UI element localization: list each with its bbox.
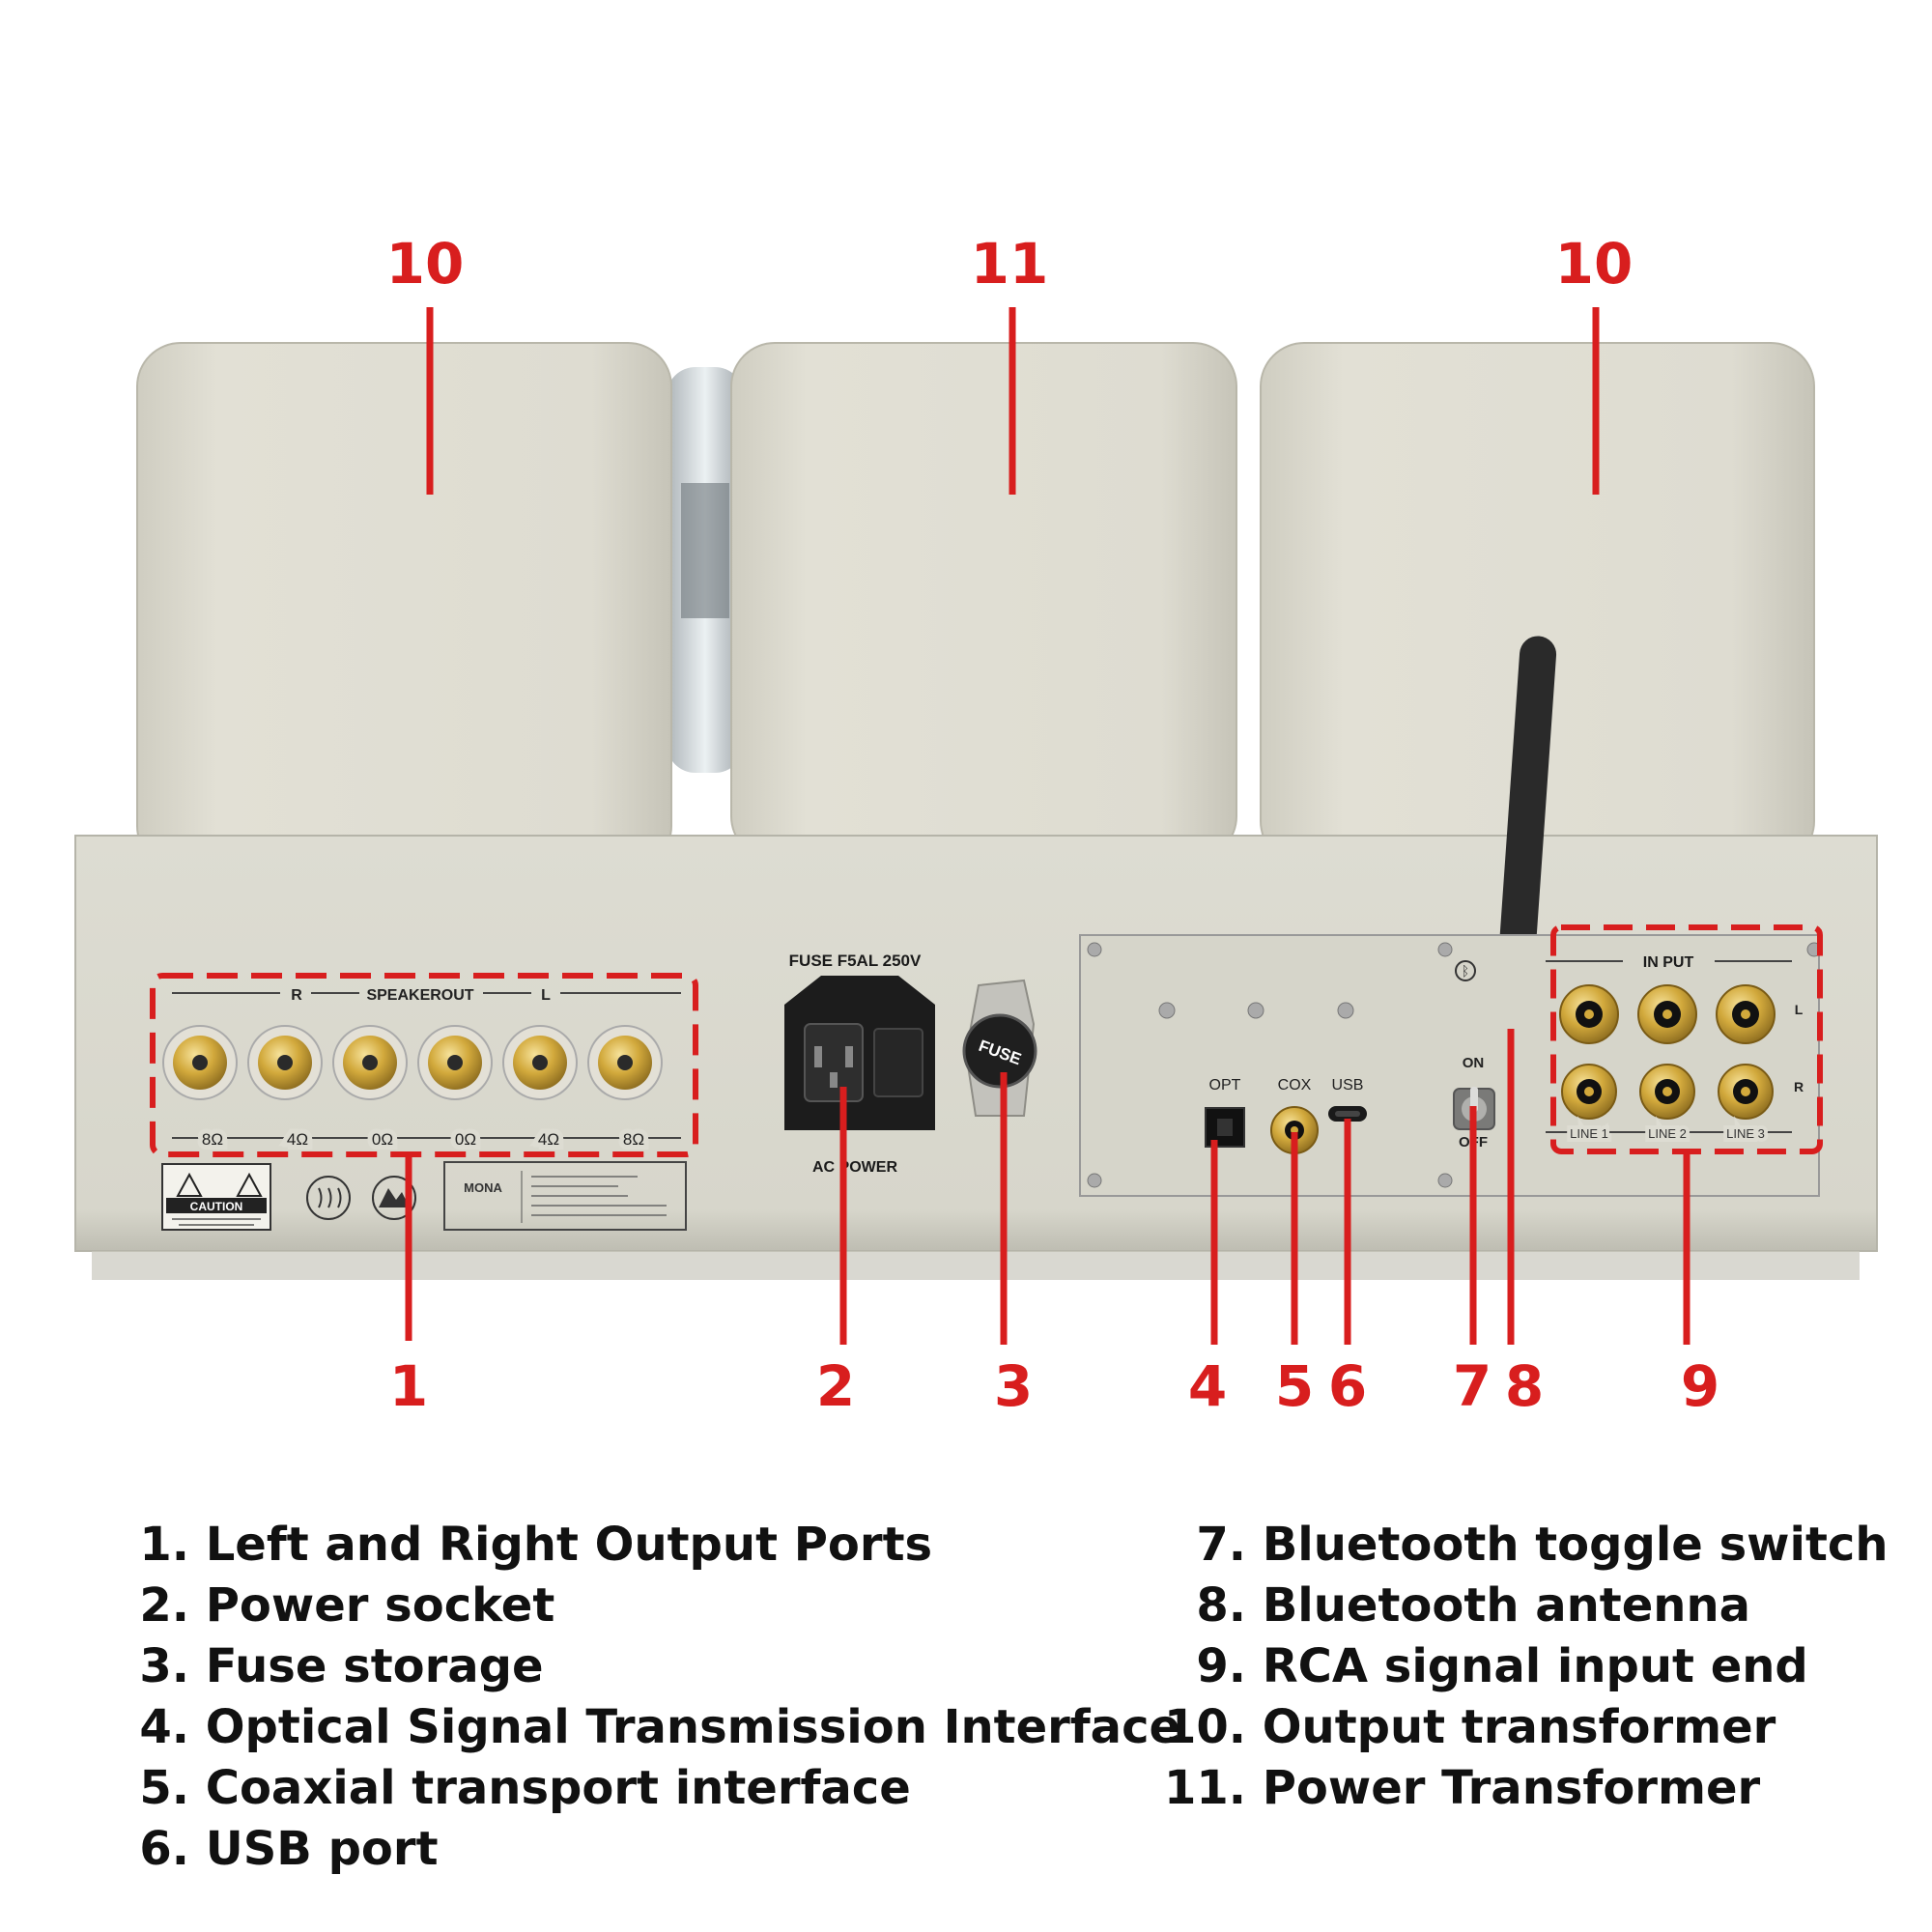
callout-9: 9 (1681, 1353, 1719, 1419)
power-socket[interactable]: FUSE F5AL 250V AC POWER (784, 952, 935, 1176)
output-transformer-left (136, 342, 672, 870)
ac-power-label: AC POWER (812, 1159, 897, 1176)
legend-item: 2. Power socket (139, 1578, 555, 1633)
legend-item: 6. USB port (139, 1822, 439, 1876)
digital-input-plate (1079, 934, 1822, 1197)
legend-item: 4. Optical Signal Transmission Interface (139, 1700, 1181, 1754)
speaker-r-label: R (291, 987, 302, 1004)
vacuum-tube (667, 367, 744, 773)
legend-item: 1. Left and Right Output Ports (139, 1518, 933, 1572)
brand-label: MONA (464, 1180, 502, 1195)
rca-input-panel: IN PUT L R LINE 1 LINE 2 LINE 3 (1546, 954, 1804, 1145)
callout-10-right: 10 (1555, 231, 1634, 297)
opt-label: OPT (1209, 1077, 1241, 1094)
rca-jack[interactable] (1718, 1064, 1774, 1120)
callout-5: 5 (1275, 1353, 1314, 1419)
line1-label: LINE 1 (1570, 1126, 1608, 1141)
callout-8: 8 (1505, 1353, 1544, 1419)
line3-label: LINE 3 (1726, 1126, 1765, 1141)
caution-label: CAUTION (190, 1200, 243, 1213)
binding-post[interactable] (587, 1025, 663, 1100)
callout-6: 6 (1328, 1353, 1367, 1419)
binding-post[interactable] (417, 1025, 493, 1100)
nameplate: MONA (443, 1161, 687, 1231)
speaker-out-panel: R SPEAKEROUT L 8Ω 4Ω 0Ω 0Ω 4Ω 8Ω (162, 987, 681, 1153)
callout-1: 1 (389, 1353, 428, 1419)
legend-item: 8. Bluetooth antenna (1196, 1578, 1751, 1633)
legend-item: 3. Fuse storage (139, 1639, 544, 1693)
bluetooth-icon: ᛒ (1462, 964, 1469, 980)
speaker-l-label: L (541, 987, 551, 1004)
fuse-holder[interactable]: FUSE (962, 979, 1037, 1117)
line2-label: LINE 2 (1648, 1126, 1687, 1141)
cox-label: COX (1278, 1077, 1312, 1094)
rca-jack[interactable] (1639, 1064, 1695, 1120)
power-transformer (730, 342, 1237, 861)
callout-10-left: 10 (386, 231, 465, 297)
rca-jack[interactable] (1559, 984, 1619, 1044)
legend-item: 9. RCA signal input end (1196, 1639, 1808, 1693)
switch-on-label: ON (1463, 1055, 1485, 1071)
callout-3: 3 (994, 1353, 1033, 1419)
leader-lines (405, 307, 1690, 1345)
legend-item: 11. Power Transformer (1163, 1761, 1761, 1815)
ohm-label-6: 8Ω (623, 1130, 644, 1149)
callout-4: 4 (1188, 1353, 1227, 1419)
callout-7: 7 (1453, 1353, 1492, 1419)
ohm-label-4: 0Ω (455, 1130, 476, 1149)
legend-item: 10. Output transformer (1163, 1700, 1776, 1754)
ohm-label-1: 8Ω (202, 1130, 223, 1149)
speakerout-label: SPEAKEROUT (366, 987, 473, 1004)
legend-item: 7. Bluetooth toggle switch (1196, 1518, 1889, 1572)
fuse-rating-label: FUSE F5AL 250V (789, 952, 922, 970)
rca-jack[interactable] (1637, 984, 1697, 1044)
altitude-icon (372, 1176, 416, 1220)
callout-11: 11 (971, 231, 1049, 297)
binding-post[interactable] (162, 1025, 238, 1100)
usb-port[interactable]: USB (1328, 1077, 1367, 1122)
rca-jack[interactable] (1561, 1064, 1617, 1120)
callout-2: 2 (816, 1353, 855, 1419)
input-label: IN PUT (1643, 954, 1694, 971)
rca-jack[interactable] (1716, 984, 1776, 1044)
ohm-label-3: 0Ω (372, 1130, 393, 1149)
binding-post[interactable] (247, 1025, 323, 1100)
ohm-label-5: 4Ω (538, 1130, 559, 1149)
legend-item: 5. Coaxial transport interface (139, 1761, 911, 1815)
caution-sticker: CAUTION (161, 1163, 271, 1231)
ohm-label-2: 4Ω (287, 1130, 308, 1149)
input-r-label: R (1794, 1079, 1804, 1094)
hot-surface-icon (306, 1176, 351, 1220)
binding-post[interactable] (502, 1025, 578, 1100)
optical-input[interactable]: OPT (1205, 1077, 1245, 1148)
input-l-label: L (1795, 1002, 1804, 1017)
binding-post[interactable] (332, 1025, 408, 1100)
usb-label: USB (1332, 1077, 1364, 1094)
